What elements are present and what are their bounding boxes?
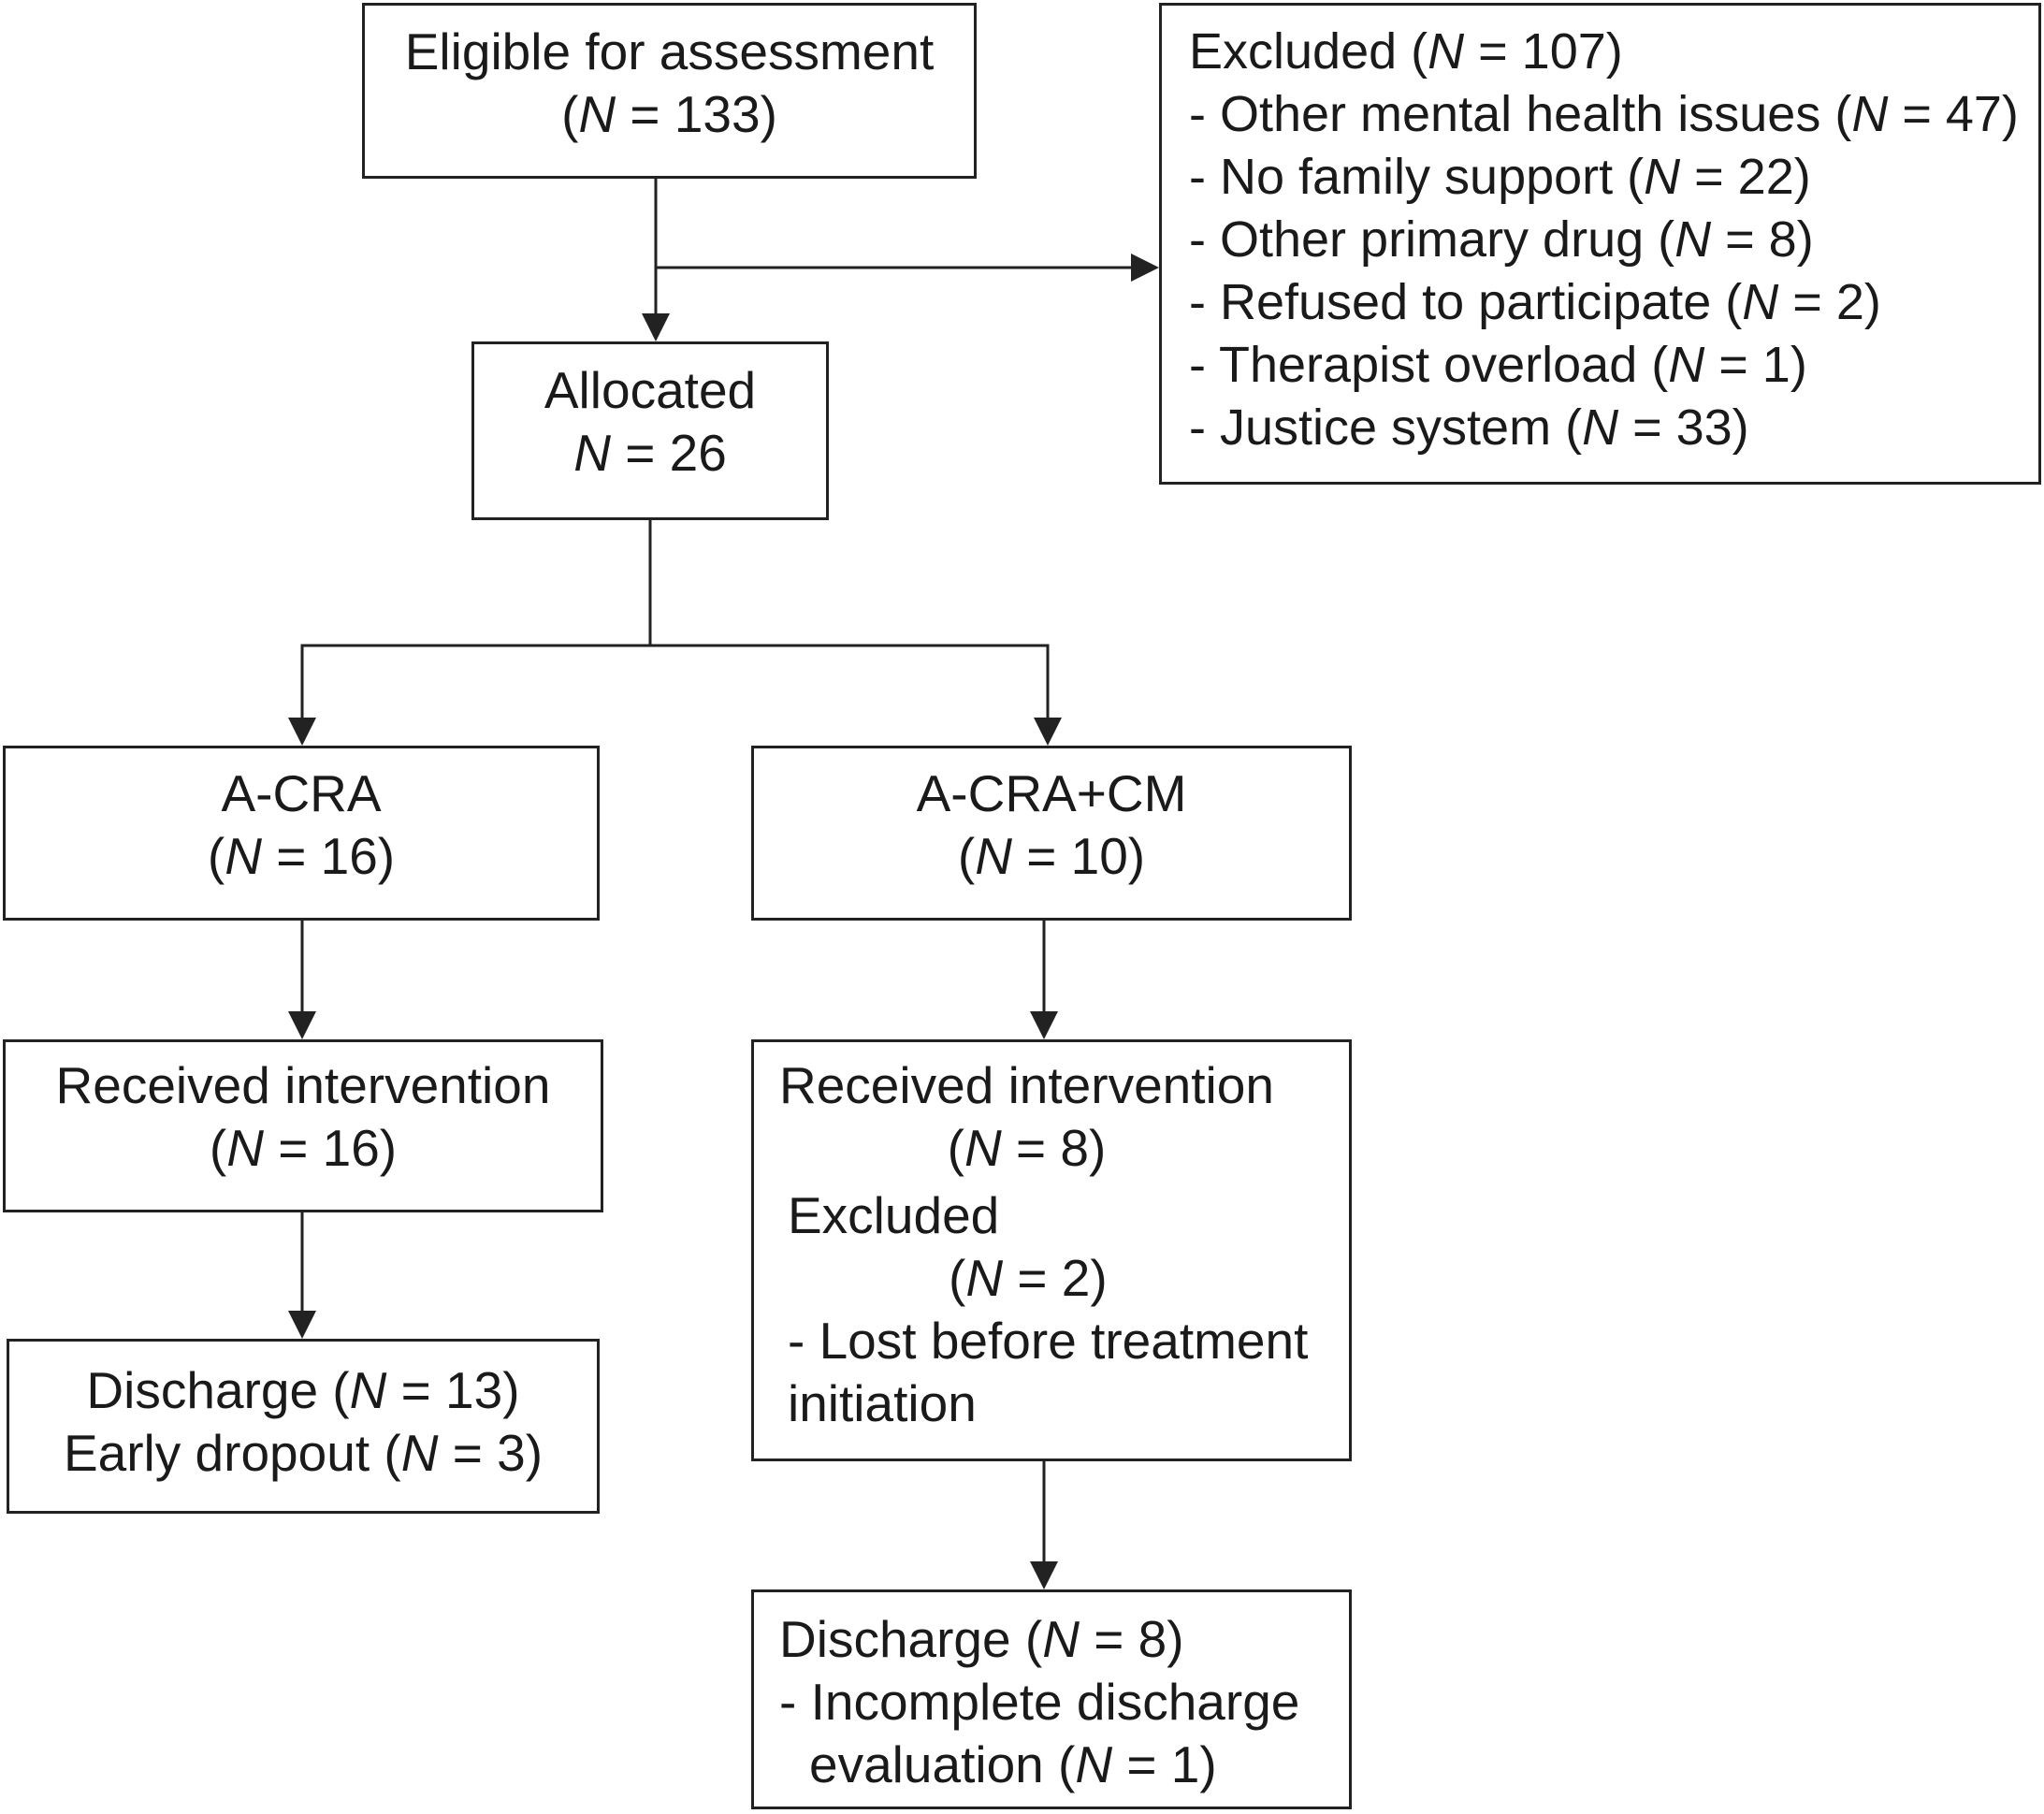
connector-allocated-split (300, 518, 1050, 647)
acracm-title: A-CRA+CM (916, 764, 1187, 822)
arrow-acracm-received-to-discharge (1030, 1459, 1058, 1589)
allocated-count: N = 26 (573, 424, 727, 482)
acracm-discharge-title: Discharge (N = 8) (779, 1610, 1184, 1668)
acracm-count: (N = 10) (957, 827, 1146, 885)
acra-received-box: Received intervention (N = 16) (3, 1039, 603, 1212)
acra-discharge-line: Discharge (N = 13) (86, 1361, 520, 1419)
acracm-received-group: Received intervention (N = 8) (779, 1054, 1274, 1180)
acra-allocation-box: A-CRA (N = 16) (3, 746, 600, 921)
arrowhead (288, 1311, 316, 1339)
arrow-eligible-to-allocated (642, 177, 670, 341)
acra-count: (N = 16) (207, 827, 396, 885)
acracm-excluded-count: (N = 2) (949, 1249, 1108, 1307)
allocated-box: Allocated N = 26 (471, 341, 829, 520)
acra-dropout-line: Early dropout (N = 3) (63, 1424, 544, 1482)
acracm-received-title: Received intervention (779, 1056, 1274, 1114)
arrow-acra-to-received (288, 919, 316, 1039)
acra-received-count: (N = 16) (209, 1119, 398, 1177)
arrow-to-acracm (1034, 644, 1062, 746)
arrowhead (288, 1011, 316, 1039)
excluded-box: Excluded (N = 107) - Other mental health… (1159, 3, 2041, 485)
allocated-title: Allocated (544, 361, 757, 419)
acracm-excluded-title: Excluded (788, 1186, 1000, 1244)
eligible-title: Eligible for assessment (404, 22, 935, 80)
arrowhead (1131, 254, 1159, 282)
acra-received-title: Received intervention (55, 1056, 551, 1114)
excluded-reason: - Other primary drug (N = 8) (1189, 211, 1814, 268)
arrowhead (1030, 1561, 1058, 1589)
arrow-acra-received-to-discharge (288, 1211, 316, 1339)
excluded-title: Excluded (N = 107) (1189, 23, 1623, 80)
excluded-reason: - Justice system (N = 33) (1189, 399, 1749, 456)
arrowhead (288, 718, 316, 746)
acracm-received-box: Received intervention (N = 8) Excluded (… (751, 1039, 1352, 1461)
eligible-box: Eligible for assessment (N = 133) (362, 3, 977, 179)
acracm-discharge-box: Discharge (N = 8) - Incomplete discharge… (751, 1589, 1352, 1809)
acra-title: A-CRA (221, 764, 382, 822)
arrow-acracm-to-received (1030, 919, 1058, 1039)
excluded-reason: - Refused to participate (N = 2) (1189, 274, 1881, 330)
acracm-excluded-reason: - Lost before treatment initiation (788, 1312, 1309, 1432)
arrowhead (1034, 718, 1062, 746)
acracm-received-count: (N = 8) (947, 1119, 1107, 1177)
arrowhead (1030, 1011, 1058, 1039)
excluded-reason: - No family support (N = 22) (1189, 149, 1811, 205)
eligible-count: (N = 133) (561, 85, 777, 143)
acra-discharge-box: Discharge (N = 13) Early dropout (N = 3) (7, 1339, 600, 1514)
arrow-to-acra (288, 644, 316, 746)
acracm-allocation-box: A-CRA+CM (N = 10) (751, 746, 1352, 921)
acracm-discharge-note: - Incomplete discharge evaluation (N = 1… (779, 1673, 1300, 1793)
excluded-reason: - Therapist overload (N = 1) (1189, 337, 1807, 393)
arrow-to-excluded (654, 254, 1159, 282)
arrowhead (642, 313, 670, 341)
excluded-reason: - Other mental health issues (N = 47) (1189, 86, 2019, 142)
